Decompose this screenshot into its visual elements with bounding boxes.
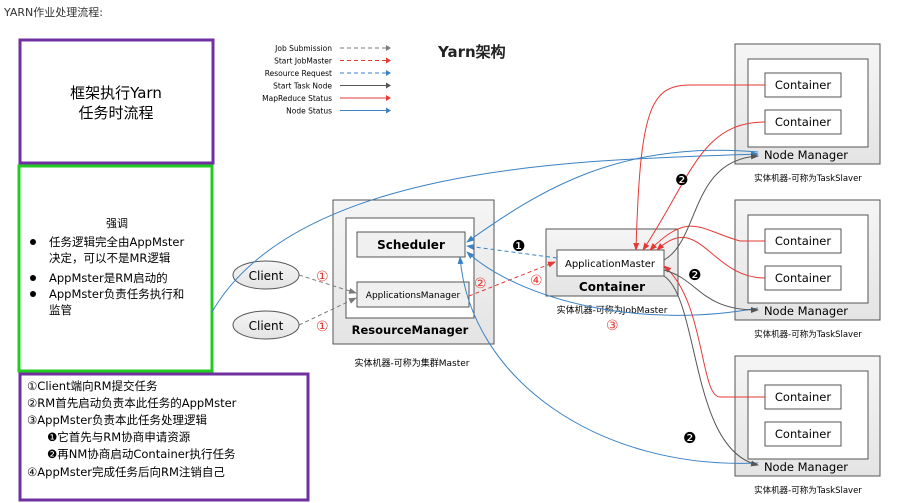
legend-entry: Resource Request: [265, 69, 391, 78]
resource-request-arrow: [466, 243, 558, 259]
legend-label: Start Task Node: [273, 82, 332, 91]
bullet-2-line1: AppMster是RM启动的: [49, 271, 168, 285]
application-master-box: [556, 249, 665, 277]
mr-status-arrow-2: [642, 121, 766, 251]
legend-arrowhead: [386, 45, 391, 51]
marker-four: ④: [530, 273, 543, 289]
marker-three: ③: [606, 318, 619, 334]
legend-entry: Job Submission: [274, 44, 391, 53]
marker-b2-b: ❷: [688, 266, 701, 284]
marker-two: ②: [474, 276, 487, 292]
bullet-dot: [30, 291, 36, 297]
start-task-arrow-1: [663, 153, 759, 261]
steps-list: ①Client端向RM提交任务 ②RM首先启动负责本此任务的AppMster ③…: [27, 379, 237, 479]
start-task-arrow-3: [663, 275, 759, 467]
step-3b: ❷再NM协商启动Container执行任务: [47, 447, 236, 461]
client-1-label: Client: [249, 269, 284, 283]
master-machine-label: 实体机器-可称为集群Master: [355, 357, 470, 369]
bullet-1-line2: 决定，可以不是MR逻辑: [49, 251, 171, 265]
job-submission-arrow-1: [298, 274, 357, 294]
node-3-container-2: Container: [775, 427, 831, 441]
node-2-container-2: Container: [775, 271, 831, 285]
node-1-container-2: Container: [775, 115, 831, 129]
legend-entry: Start Task Node: [273, 82, 391, 91]
node-1-container-1: Container: [775, 78, 831, 92]
bullet-dot: [30, 275, 36, 281]
scheduler-box: [356, 231, 466, 258]
node-2-machine: 实体机器-可称为TaskSlaver: [754, 329, 862, 340]
marker-one-b: ①: [316, 319, 329, 335]
title-box: [18, 38, 215, 165]
mr-status-arrow-5: [663, 265, 765, 398]
client-2-label: Client: [249, 319, 284, 333]
marker-b2-a: ❷: [675, 171, 688, 189]
node-1: [734, 43, 881, 165]
bullet-dot: [30, 239, 36, 245]
legend-arrowhead: [386, 95, 391, 101]
diagram-title: Yarn架构: [437, 43, 506, 61]
mr-status-arrow-3: [649, 225, 765, 251]
jobmaster-container-label: Container: [579, 280, 645, 294]
legend-arrowhead: [386, 57, 391, 64]
node-2-manager: Node Manager: [764, 304, 848, 318]
legend-label: MapReduce Status: [262, 94, 332, 103]
legend-arrowhead: [386, 70, 391, 76]
page-header: YARN作业处理流程:: [4, 6, 103, 19]
marker-b1: ❶: [512, 237, 525, 255]
resource-manager-label: ResourceManager: [352, 323, 469, 337]
step-3a: ❶它首先与RM协商申请资源: [47, 430, 191, 444]
legend-label: Node Status: [286, 107, 332, 116]
node-status-arrow-2: [466, 251, 759, 316]
title-box-line1: 框架执行Yarn: [70, 84, 162, 102]
mr-status-arrow-4: [656, 236, 766, 279]
steps-box: [18, 372, 310, 502]
apps-manager-label: ApplicationsManager: [366, 291, 461, 301]
node-status-arrow-4: [211, 151, 759, 313]
legend-label: Resource Request: [265, 69, 332, 78]
step-2: ②RM首先启动负责本此任务的AppMster: [27, 396, 237, 410]
marker-b2-c: ❷: [683, 429, 696, 447]
node-1-machine: 实体机器-可称为TaskSlaver: [754, 173, 862, 184]
step-3: ③AppMster负责本此任务处理逻辑: [27, 413, 208, 427]
legend-arrowhead: [386, 107, 391, 114]
legend-label: Start JobMaster: [274, 57, 333, 66]
legend-entry: Start JobMaster: [274, 57, 391, 66]
application-master-label: ApplicationMaster: [565, 259, 656, 270]
legend-label: Job Submission: [274, 44, 332, 53]
marker-one-a: ①: [316, 269, 329, 285]
node-3-container-1: Container: [775, 390, 831, 404]
step-1: ①Client端向RM提交任务: [27, 379, 158, 393]
emphasis-title: 强调: [106, 217, 128, 230]
node-3: [734, 355, 881, 477]
step-4: ④AppMster完成任务后向RM注销自己: [27, 465, 225, 479]
node-1-manager: Node Manager: [764, 148, 848, 162]
node-status-arrow-1: [466, 149, 759, 243]
scheduler-label: Scheduler: [377, 238, 445, 252]
node-2-container-1: Container: [775, 234, 831, 248]
apps-manager-box: [356, 281, 470, 308]
node-2: [734, 199, 881, 321]
node-status-arrow-3: [457, 256, 759, 464]
legend-entry: MapReduce Status: [262, 94, 391, 103]
node-3-machine: 实体机器-可称为TaskSlaver: [754, 485, 862, 496]
bullet-3-line1: AppMster负责任务执行和: [49, 287, 184, 301]
emphasis-bullets: 任务逻辑完全由AppMster 决定，可以不是MR逻辑 AppMster是RM启…: [30, 235, 184, 317]
mr-status-arrow-1: [633, 84, 765, 251]
emphasis-box: [17, 164, 214, 373]
start-task-arrow-2: [663, 269, 759, 313]
node-3-manager: Node Manager: [764, 460, 848, 474]
start-jobmaster-arrow: [468, 261, 556, 297]
jobmaster-machine-label: 实体机器-可称为JobMaster: [557, 304, 668, 316]
job-submission-arrow-2: [298, 297, 357, 326]
bullet-3-line2: 监管: [49, 303, 72, 317]
title-box-line2: 任务时流程: [78, 104, 153, 122]
bullet-1-line1: 任务逻辑完全由AppMster: [49, 235, 184, 249]
legend-arrowhead: [386, 82, 391, 89]
legend-entry: Node Status: [286, 107, 391, 116]
